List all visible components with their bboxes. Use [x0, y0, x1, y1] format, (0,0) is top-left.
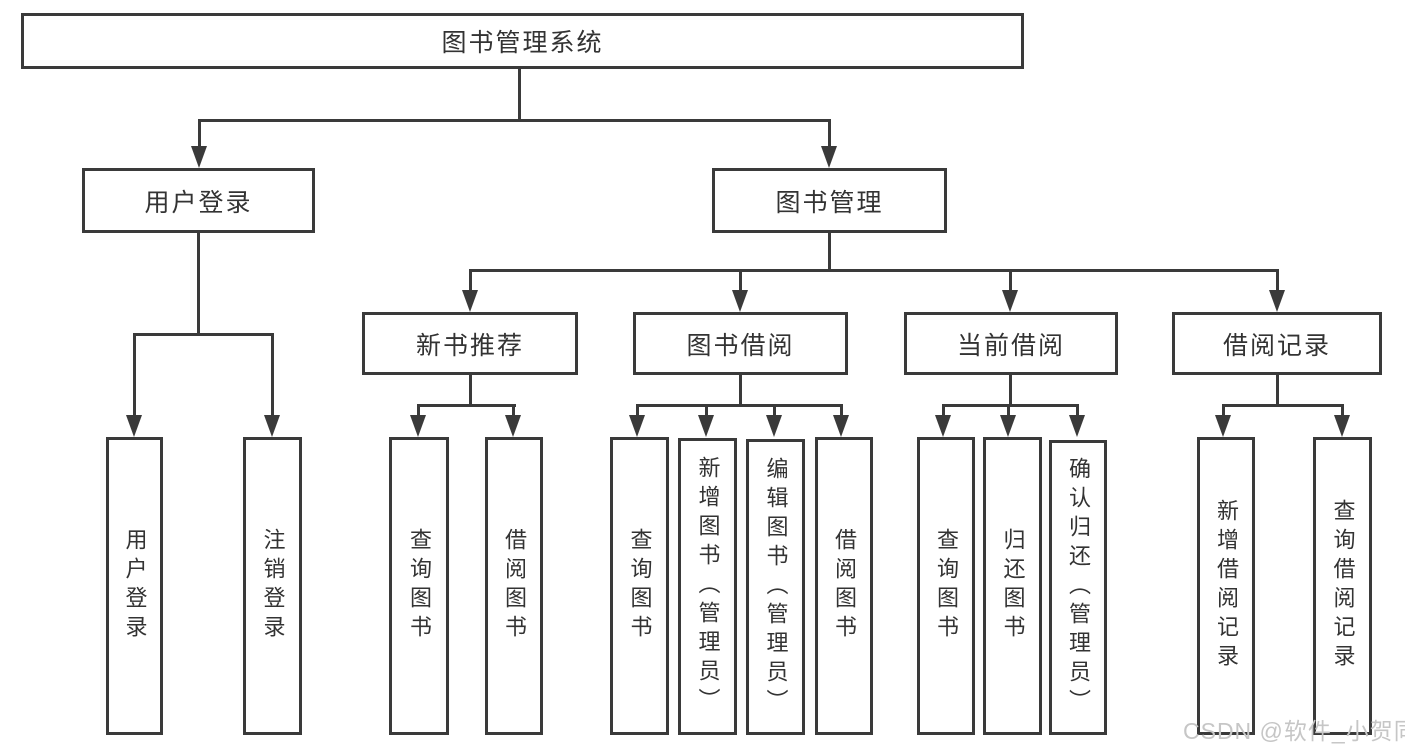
connector-line	[1009, 269, 1012, 292]
node-book-borrowing: 图书借阅	[633, 312, 848, 375]
leaf-query-borrow-record: 查询借阅记录	[1313, 437, 1372, 735]
node-label: 图书管理	[775, 188, 884, 217]
leaf-query-books-current: 查询图书	[917, 437, 975, 735]
node-label: 确认归还（管理员）	[1066, 457, 1091, 718]
arrow-down-icon	[821, 146, 837, 168]
connector-line	[271, 333, 274, 417]
arrow-down-icon	[462, 290, 478, 312]
leaf-query-books-borrowing: 查询图书	[610, 437, 669, 735]
node-label: 用户登录	[144, 188, 253, 217]
connector-line	[828, 119, 831, 148]
leaf-user-login: 用户登录	[106, 437, 163, 735]
arrow-down-icon	[766, 415, 782, 437]
arrow-down-icon	[191, 146, 207, 168]
arrow-down-icon	[410, 415, 426, 437]
connector-line	[518, 69, 521, 121]
connector-line	[1341, 404, 1344, 418]
node-new-book-recommend: 新书推荐	[362, 312, 578, 375]
connector-line	[1276, 269, 1279, 292]
connector-line	[942, 404, 945, 418]
node-label: 查询图书	[627, 528, 653, 644]
connector-line	[1007, 404, 1010, 418]
node-label: 当前借阅	[956, 331, 1065, 360]
connector-line	[942, 404, 1079, 407]
leaf-logout: 注销登录	[243, 437, 302, 735]
node-label: 借阅记录	[1222, 331, 1331, 360]
arrow-down-icon	[1000, 415, 1016, 437]
connector-line	[469, 269, 1279, 272]
connector-line	[469, 373, 472, 406]
leaf-add-borrow-record: 新增借阅记录	[1197, 437, 1255, 735]
arrow-down-icon	[1215, 415, 1231, 437]
node-label: 用户登录	[122, 528, 148, 644]
arrow-down-icon	[1334, 415, 1350, 437]
arrow-down-icon	[935, 415, 951, 437]
node-label: 查询借阅记录	[1330, 499, 1356, 673]
connector-line	[133, 333, 136, 417]
leaf-borrow-books: 借阅图书	[815, 437, 873, 735]
node-borrowing-records: 借阅记录	[1172, 312, 1382, 375]
connector-line	[197, 233, 200, 335]
connector-line	[636, 404, 842, 407]
connector-line	[417, 404, 420, 418]
leaf-edit-book-admin: 编辑图书（管理员）	[746, 439, 805, 735]
leaf-return-book: 归还图书	[983, 437, 1042, 735]
connector-line	[469, 269, 472, 292]
connector-line	[1222, 404, 1225, 418]
node-label: 新增借阅记录	[1214, 499, 1239, 673]
arrow-down-icon	[264, 415, 280, 437]
node-label: 借阅图书	[832, 528, 857, 644]
connector-line	[739, 269, 742, 292]
connector-line	[705, 404, 708, 418]
arrow-down-icon	[732, 290, 748, 312]
node-label: 图书管理系统	[441, 29, 604, 57]
csdn-watermark: CSDN @软件_小贺同学	[1183, 718, 1405, 744]
connector-line	[1276, 373, 1279, 406]
node-label: 新增图书（管理员）	[695, 456, 721, 717]
arrow-down-icon	[1269, 290, 1285, 312]
node-label: 注销登录	[260, 528, 286, 644]
connector-line	[133, 333, 274, 336]
leaf-borrow-books-recommend: 借阅图书	[485, 437, 543, 735]
node-user-login-module: 用户登录	[82, 168, 315, 233]
connector-line	[773, 404, 776, 418]
connector-line	[1076, 404, 1079, 418]
arrow-down-icon	[1069, 415, 1085, 437]
node-label: 图书借阅	[686, 331, 795, 360]
node-current-borrowing: 当前借阅	[904, 312, 1118, 375]
arrow-down-icon	[698, 415, 714, 437]
connector-line	[198, 119, 831, 122]
node-book-management-module: 图书管理	[712, 168, 947, 233]
leaf-add-book-admin: 新增图书（管理员）	[678, 438, 737, 735]
node-label: 编辑图书（管理员）	[763, 456, 789, 718]
connector-line	[1009, 373, 1012, 406]
node-label: 查询图书	[934, 528, 959, 644]
node-label: 借阅图书	[502, 528, 527, 644]
leaf-query-books-recommend: 查询图书	[389, 437, 449, 735]
arrow-down-icon	[1002, 290, 1018, 312]
arrow-down-icon	[126, 415, 142, 437]
leaf-confirm-return-admin: 确认归还（管理员）	[1049, 440, 1107, 735]
connector-line	[739, 375, 742, 406]
node-root-system: 图书管理系统	[21, 13, 1024, 69]
connector-line	[1222, 404, 1344, 407]
connector-line	[828, 233, 831, 271]
connector-line	[512, 404, 515, 418]
node-label: 新书推荐	[415, 331, 524, 360]
arrow-down-icon	[629, 415, 645, 437]
connector-line	[198, 119, 201, 148]
arrow-down-icon	[833, 415, 849, 437]
connector-line	[840, 404, 843, 418]
node-label: 查询图书	[407, 528, 432, 644]
arrow-down-icon	[505, 415, 521, 437]
connector-line	[636, 404, 639, 418]
node-label: 归还图书	[1000, 528, 1026, 644]
connector-line	[417, 404, 516, 407]
